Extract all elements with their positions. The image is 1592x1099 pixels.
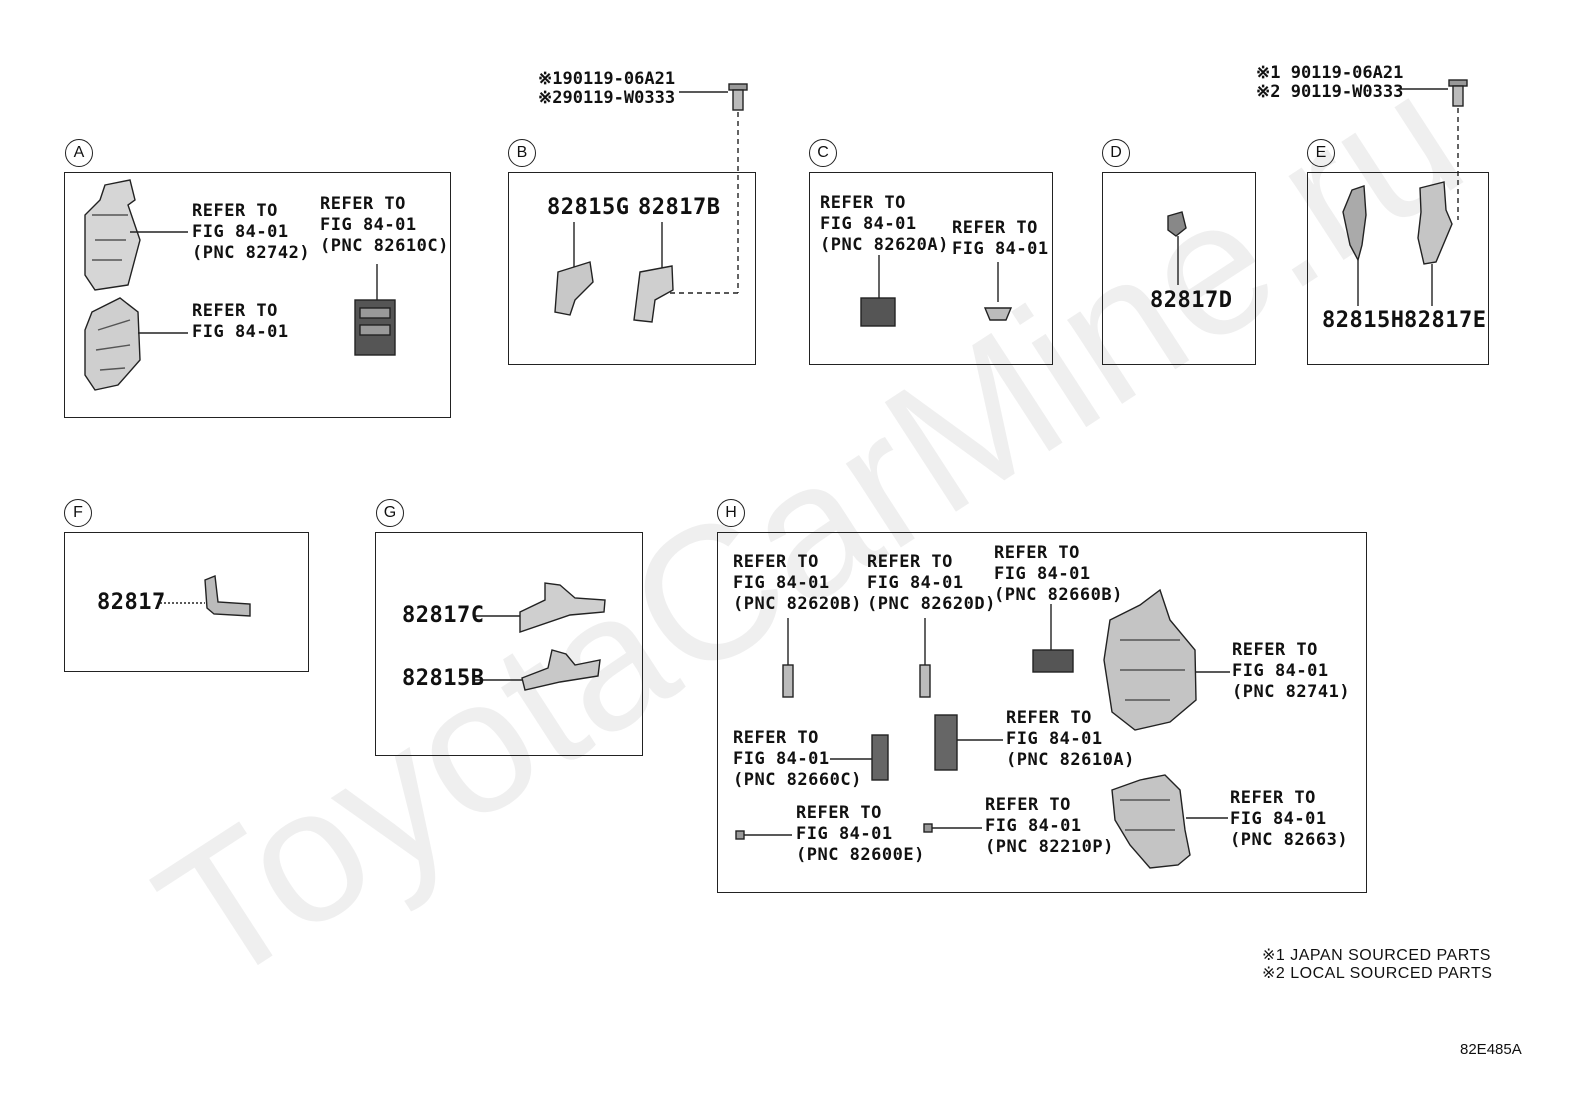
panel-c	[809, 172, 1053, 365]
panel-d-label: D	[1102, 139, 1130, 167]
panel-h-ref-82210p: REFER TO FIG 84-01 (PNC 82210P)	[985, 795, 1114, 857]
panel-h-ref-82600e: REFER TO FIG 84-01 (PNC 82600E)	[796, 803, 925, 865]
panel-c-label: C	[809, 139, 837, 167]
bolt-label-left: ※190119-06A21 ※290119-W0333	[538, 69, 676, 108]
part-82817b: 82817B	[638, 195, 721, 220]
bolt-label-right: ※1 90119-06A21 ※2 90119-W0333	[1256, 63, 1404, 102]
part-82815b: 82815B	[402, 666, 485, 691]
part-82817c: 82817C	[402, 603, 485, 628]
panel-a-ref-82610c: REFER TO FIG 84-01 (PNC 82610C)	[320, 194, 449, 256]
panel-h-ref-82660b: REFER TO FIG 84-01 (PNC 82660B)	[994, 543, 1123, 605]
panel-h-ref-82610a: REFER TO FIG 84-01 (PNC 82610A)	[1006, 708, 1135, 770]
panel-a-ref-82742: REFER TO FIG 84-01 (PNC 82742)	[192, 201, 311, 263]
panel-h-ref-82663: REFER TO FIG 84-01 (PNC 82663)	[1230, 788, 1349, 850]
panel-c-ref-generic: REFER TO FIG 84-01	[952, 218, 1049, 259]
panel-h-ref-82620b: REFER TO FIG 84-01 (PNC 82620B)	[733, 552, 862, 614]
part-82815g: 82815G	[547, 195, 630, 220]
part-82815h: 82815H	[1322, 308, 1405, 333]
panel-f-label: F	[64, 499, 92, 527]
panel-a-label: A	[65, 139, 93, 167]
panel-a	[64, 172, 451, 418]
panel-h-ref-82741: REFER TO FIG 84-01 (PNC 82741)	[1232, 640, 1351, 702]
panel-b	[508, 172, 756, 365]
panel-h-ref-82660c: REFER TO FIG 84-01 (PNC 82660C)	[733, 728, 862, 790]
sourcing-notes: ※1 JAPAN SOURCED PARTS ※2 LOCAL SOURCED …	[1262, 947, 1493, 982]
part-82817: 82817	[97, 590, 166, 615]
part-82817e: 82817E	[1404, 308, 1487, 333]
panel-c-ref-82620a: REFER TO FIG 84-01 (PNC 82620A)	[820, 193, 949, 255]
panel-b-label: B	[508, 139, 536, 167]
panel-g	[375, 532, 643, 756]
panel-h-label: H	[717, 499, 745, 527]
panel-e	[1307, 172, 1489, 365]
diagram-code: 82E485A	[1460, 1041, 1522, 1058]
panel-h	[717, 532, 1367, 893]
panel-f	[64, 532, 309, 672]
panel-g-label: G	[376, 499, 404, 527]
part-82817d: 82817D	[1150, 288, 1233, 313]
panel-d	[1102, 172, 1256, 365]
panel-e-label: E	[1307, 139, 1335, 167]
panel-h-ref-82620d: REFER TO FIG 84-01 (PNC 82620D)	[867, 552, 996, 614]
panel-a-ref-generic: REFER TO FIG 84-01	[192, 301, 289, 342]
